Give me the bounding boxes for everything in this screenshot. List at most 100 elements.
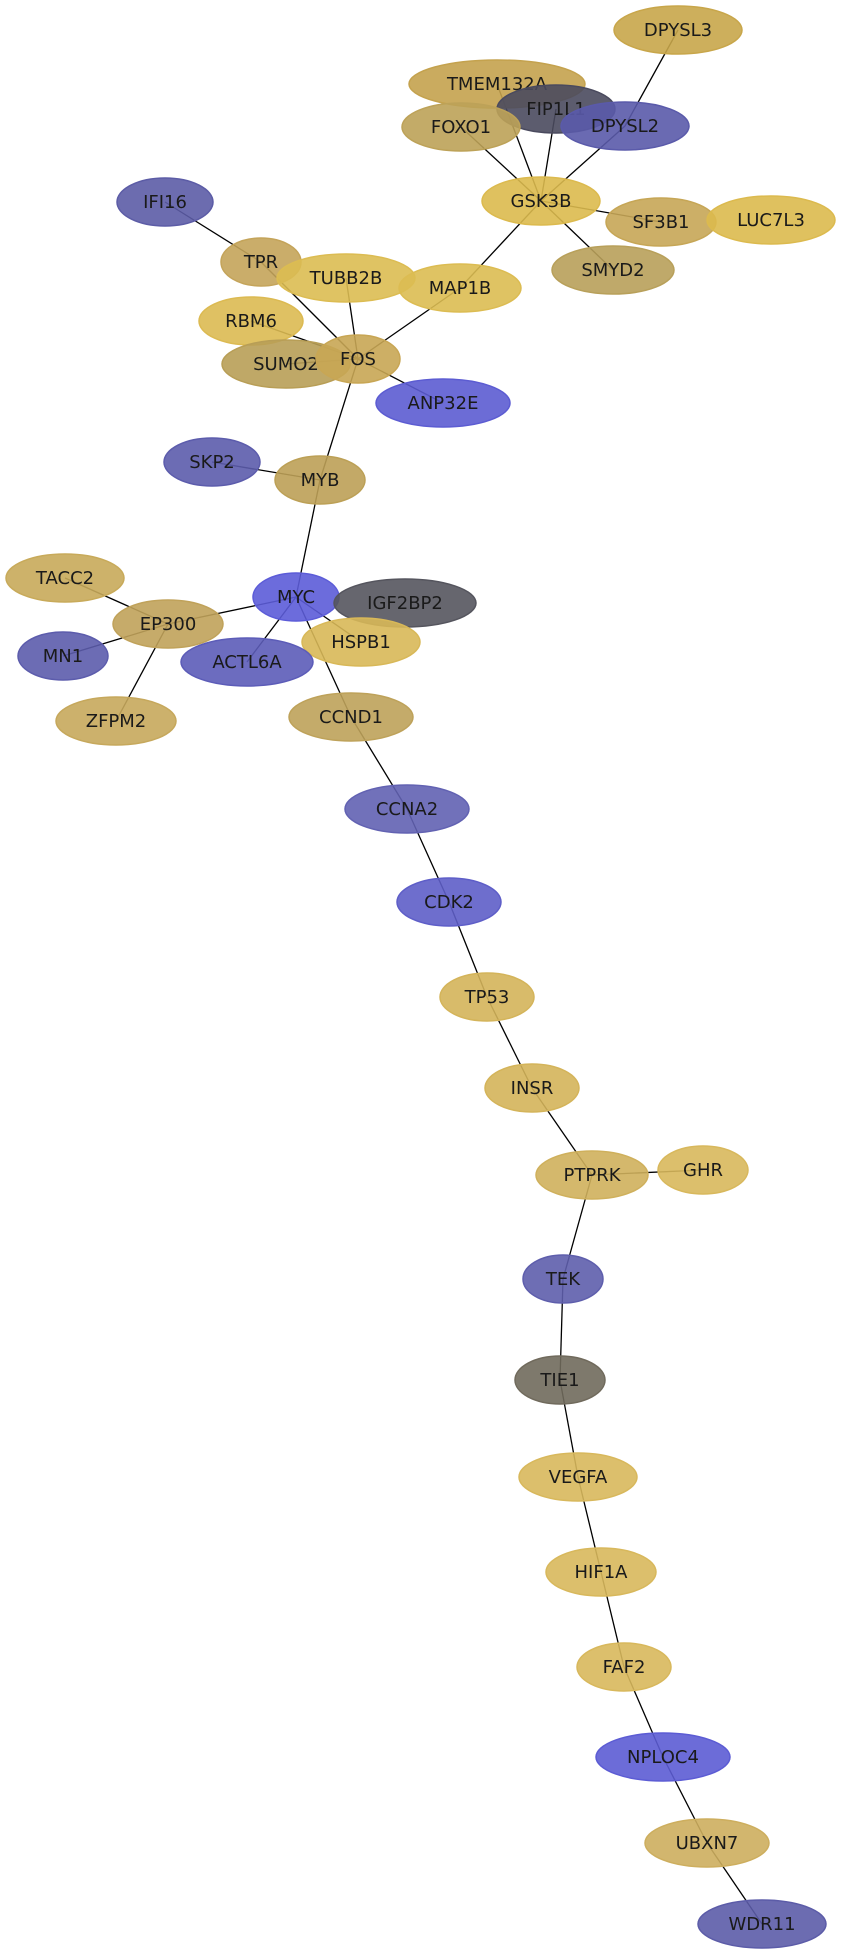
- node-mn1: MN1: [17, 631, 109, 681]
- node-tacc2: TACC2: [5, 553, 125, 603]
- node-dpysl2: DPYSL2: [560, 101, 690, 151]
- node-shape: [522, 1254, 604, 1304]
- node-shape: [55, 696, 177, 746]
- node-label: TPR: [243, 252, 278, 273]
- node-shape: [180, 637, 314, 687]
- node-shape: [398, 263, 522, 313]
- node-shape: [116, 177, 214, 227]
- node-foxo1: FOXO1: [401, 102, 521, 152]
- node-label: FOS: [340, 349, 376, 370]
- node-shape: [697, 1899, 827, 1949]
- node-fos: FOS: [315, 334, 401, 384]
- node-label: SF3B1: [632, 212, 689, 233]
- node-tubb2b: TUBB2B: [276, 253, 416, 303]
- node-shape: [560, 101, 690, 151]
- node-label: ACTL6A: [212, 652, 282, 673]
- node-anp32e: ANP32E: [375, 378, 511, 428]
- node-label: HSPB1: [331, 632, 391, 653]
- node-label: TIE1: [539, 1370, 579, 1391]
- node-igf2bp2: IGF2BP2: [333, 578, 477, 628]
- node-label: RBM6: [225, 311, 277, 332]
- node-label: SMYD2: [581, 260, 644, 281]
- node-label: MN1: [43, 646, 83, 667]
- node-dpysl3: DPYSL3: [613, 5, 743, 55]
- node-label: GHR: [683, 1160, 723, 1181]
- node-hspb1: HSPB1: [301, 617, 421, 667]
- node-label: INSR: [511, 1078, 554, 1099]
- node-shape: [17, 631, 109, 681]
- node-shape: [401, 102, 521, 152]
- node-label: IGF2BP2: [367, 593, 443, 614]
- node-shape: [439, 972, 535, 1022]
- node-shape: [315, 334, 401, 384]
- node-map1b: MAP1B: [398, 263, 522, 313]
- node-label: FAF2: [603, 1657, 646, 1678]
- node-tp53: TP53: [439, 972, 535, 1022]
- node-label: TEK: [545, 1269, 581, 1290]
- node-label: WDR11: [728, 1914, 795, 1935]
- node-cdk2: CDK2: [396, 877, 502, 927]
- node-ubxn7: UBXN7: [644, 1818, 770, 1868]
- node-shape: [545, 1547, 657, 1597]
- node-myb: MYB: [274, 455, 366, 505]
- node-shape: [301, 617, 421, 667]
- node-ghr: GHR: [657, 1145, 749, 1195]
- node-sf3b1: SF3B1: [605, 197, 717, 247]
- node-ep300: EP300: [112, 599, 224, 649]
- node-label: ANP32E: [408, 393, 479, 414]
- node-label: SKP2: [189, 452, 235, 473]
- node-label: VEGFA: [549, 1467, 608, 1488]
- node-label: CDK2: [424, 892, 474, 913]
- node-shape: [518, 1452, 638, 1502]
- node-shape: [576, 1642, 672, 1692]
- node-label: NPLOC4: [627, 1747, 699, 1768]
- node-shape: [5, 553, 125, 603]
- node-skp2: SKP2: [163, 437, 261, 487]
- node-shape: [396, 877, 502, 927]
- node-hif1a: HIF1A: [545, 1547, 657, 1597]
- node-shape: [595, 1732, 731, 1782]
- node-label: MYC: [277, 587, 315, 608]
- node-faf2: FAF2: [576, 1642, 672, 1692]
- node-ptprk: PTPRK: [535, 1150, 649, 1200]
- node-label: ZFPM2: [86, 711, 147, 732]
- node-tek: TEK: [522, 1254, 604, 1304]
- node-shape: [706, 195, 836, 245]
- node-label: DPYSL2: [591, 116, 659, 137]
- node-label: HIF1A: [575, 1562, 629, 1583]
- node-luc7l3: LUC7L3: [706, 195, 836, 245]
- node-label: PTPRK: [563, 1165, 621, 1186]
- node-vegfa: VEGFA: [518, 1452, 638, 1502]
- node-ccnd1: CCND1: [288, 692, 414, 742]
- node-shape: [288, 692, 414, 742]
- node-myc: MYC: [252, 572, 340, 622]
- node-shape: [613, 5, 743, 55]
- node-label: MYB: [301, 470, 340, 491]
- node-shape: [375, 378, 511, 428]
- node-label: LUC7L3: [737, 210, 805, 231]
- node-shape: [535, 1150, 649, 1200]
- node-nploc4: NPLOC4: [595, 1732, 731, 1782]
- edge-layer: [62, 29, 763, 1925]
- node-ccna2: CCNA2: [344, 784, 470, 834]
- node-gsk3b: GSK3B: [481, 176, 601, 226]
- node-shape: [657, 1145, 749, 1195]
- node-smyd2: SMYD2: [551, 245, 675, 295]
- node-label: SUMO2: [253, 354, 319, 375]
- node-label: TP53: [464, 987, 510, 1008]
- node-shape: [112, 599, 224, 649]
- node-shape: [274, 455, 366, 505]
- node-label: CCNA2: [376, 799, 438, 820]
- node-shape: [551, 245, 675, 295]
- node-label: GSK3B: [511, 191, 572, 212]
- node-zfpm2: ZFPM2: [55, 696, 177, 746]
- node-ifi16: IFI16: [116, 177, 214, 227]
- node-shape: [344, 784, 470, 834]
- node-label: TACC2: [35, 568, 94, 589]
- node-shape: [481, 176, 601, 226]
- node-label: TUBB2B: [309, 268, 383, 289]
- node-insr: INSR: [484, 1063, 580, 1113]
- node-rbm6: RBM6: [198, 296, 304, 346]
